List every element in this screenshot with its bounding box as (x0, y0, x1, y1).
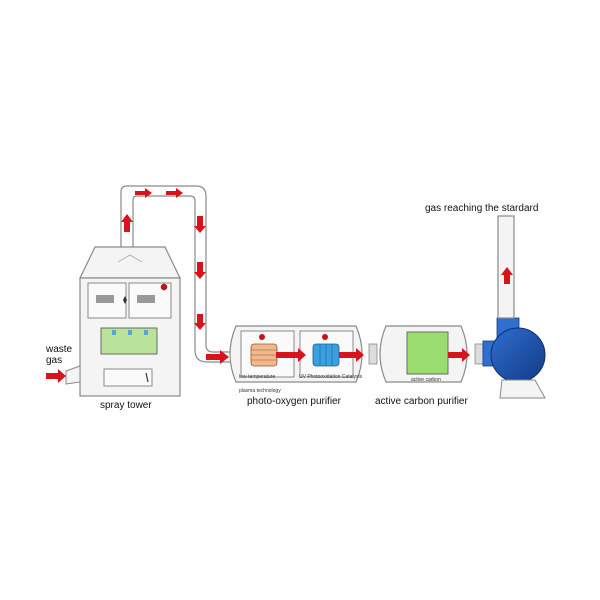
gas-standard-label: gas reaching the stardard (425, 203, 538, 214)
fan-icon (482, 317, 546, 399)
duct-connector (368, 343, 378, 365)
indicator-light (322, 334, 328, 340)
red-flow-arrow (194, 262, 206, 279)
plasma-module-icon (250, 343, 278, 367)
duct (120, 185, 236, 363)
duct-connector (474, 343, 484, 365)
red-flow-arrow (135, 188, 152, 198)
indicator-light (259, 334, 265, 340)
uv-lamp-icon (312, 343, 340, 367)
photo-oxygen-purifier: low-temperature plasma technology UV Pho… (229, 325, 363, 394)
waste-gas-label: gas (46, 355, 62, 366)
red-flow-arrow (194, 314, 206, 330)
waste-gas-label: waste (45, 344, 73, 355)
red-flow-arrow (121, 214, 133, 232)
low-temp-label: low-temperature (239, 374, 275, 380)
red-flow-arrow (166, 188, 183, 198)
red-flow-arrow (276, 348, 306, 362)
red-flow-arrow (206, 350, 229, 364)
uv-catalysis-label: UV Photooxidation Catalysis (299, 374, 363, 380)
spray-tower-label: spray tower (100, 400, 152, 411)
red-flow-arrow (194, 216, 206, 233)
active-carbon-small-label: active carbon (411, 377, 441, 383)
photo-oxygen-purifier-label: photo-oxygen purifier (247, 396, 342, 407)
exhaust-stack (497, 215, 515, 319)
plasma-tech-label: plasma technology (239, 388, 281, 394)
active-carbon-purifier: active carbon (379, 325, 468, 383)
flow-arrows (46, 188, 513, 383)
red-flow-arrow (448, 348, 470, 362)
spray-tower (65, 246, 181, 397)
red-flow-arrow (501, 267, 513, 284)
active-carbon-purifier-label: active carbon purifier (375, 396, 468, 407)
red-flow-arrow (339, 348, 364, 362)
indicator-light (160, 283, 168, 291)
red-flow-arrow (46, 369, 66, 383)
